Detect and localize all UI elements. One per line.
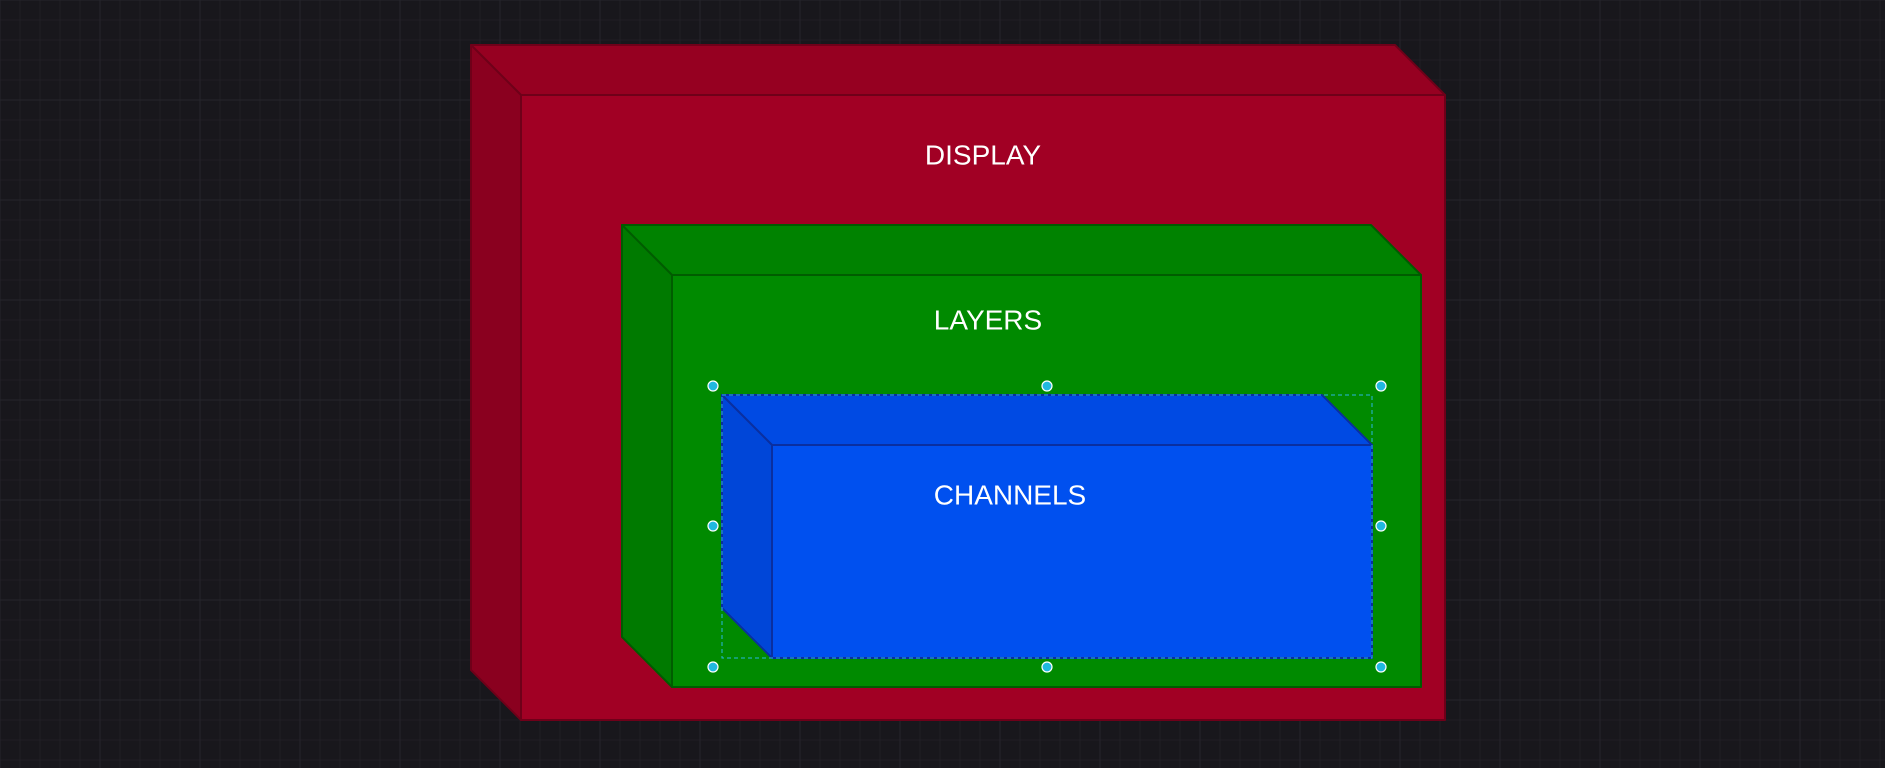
layers-label: LAYERS xyxy=(934,304,1042,335)
channels-shape[interactable]: CHANNELS xyxy=(721,394,1373,659)
resize-handle-left[interactable] xyxy=(707,520,719,532)
resize-handle-top-left[interactable] xyxy=(707,380,719,392)
selection-overlay xyxy=(707,380,1387,673)
resize-handle-right[interactable] xyxy=(1375,520,1387,532)
resize-handle-top[interactable] xyxy=(1041,380,1053,392)
layers-top-face xyxy=(621,224,1422,276)
resize-handle-bottom-left[interactable] xyxy=(707,661,719,673)
resize-handle-bottom-right[interactable] xyxy=(1375,661,1387,673)
channels-top-face xyxy=(721,394,1373,446)
display-side-face xyxy=(470,44,522,721)
layers-side-face xyxy=(621,224,673,688)
channels-label: CHANNELS xyxy=(934,479,1086,510)
selection-bounding-box xyxy=(721,394,1373,659)
display-top-face xyxy=(470,44,1446,96)
resize-handle-bottom[interactable] xyxy=(1041,661,1053,673)
channels-front-face xyxy=(771,444,1373,659)
resize-handle-top-right[interactable] xyxy=(1375,380,1387,392)
display-label: DISPLAY xyxy=(925,139,1042,170)
